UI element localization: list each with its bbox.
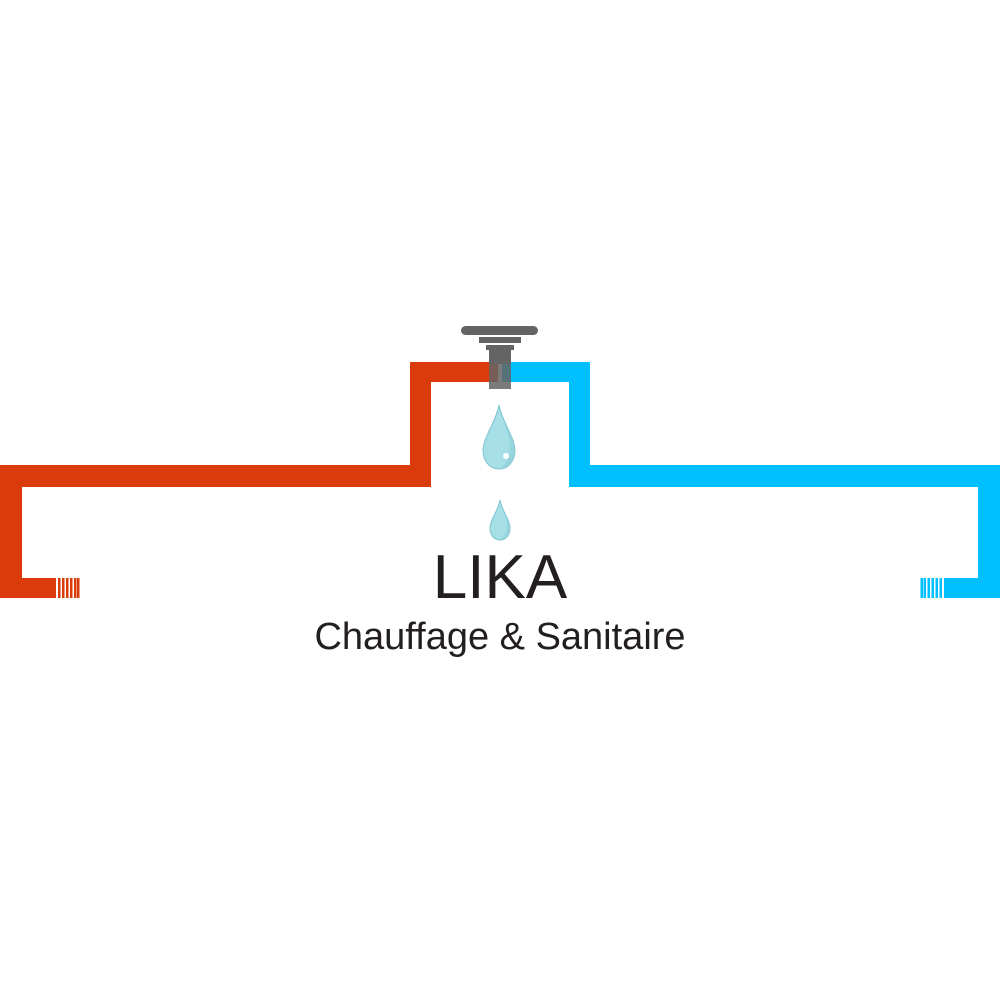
valve-handle <box>461 326 538 335</box>
water-drop-small-shade <box>500 500 510 540</box>
hot-pipe-thread <box>58 578 80 598</box>
cold-water-pipe-icon <box>502 362 1000 598</box>
cold-pipe-thread <box>920 578 942 598</box>
brand-name: LIKA <box>432 543 568 612</box>
cold-pipe-body <box>502 362 1000 598</box>
water-drop-icon <box>482 404 516 470</box>
brand-tagline: Chauffage & Sanitaire <box>314 616 686 658</box>
water-drop-large-highlight <box>503 453 509 459</box>
water-drop-small-icon <box>489 499 511 541</box>
valve-stem <box>489 350 511 364</box>
valve-icon <box>461 326 538 389</box>
valve-collar <box>486 345 514 350</box>
valve-cap <box>479 337 521 343</box>
hot-pipe-body <box>0 362 498 598</box>
water-drop-large-shade <box>499 405 515 469</box>
valve-body <box>489 362 511 389</box>
hot-water-pipe-icon <box>0 362 498 598</box>
